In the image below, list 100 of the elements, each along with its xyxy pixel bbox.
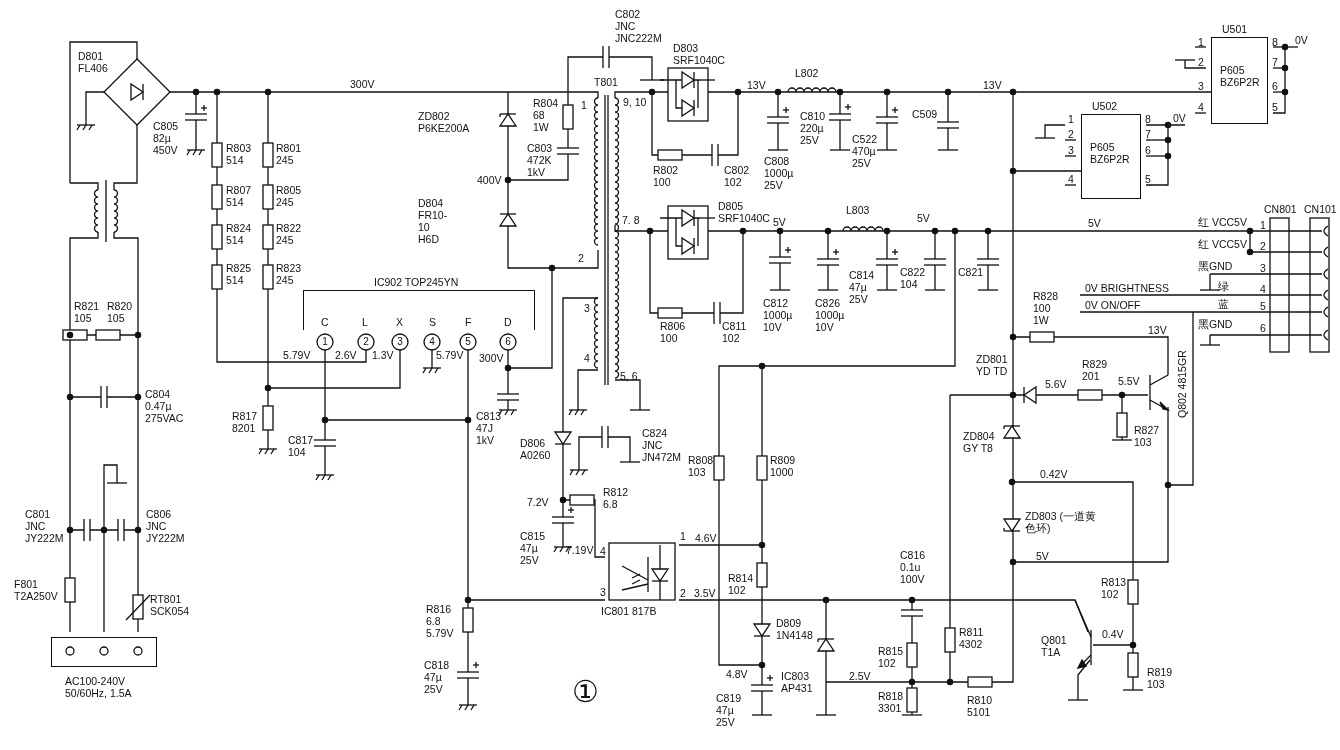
pin-number: 2 bbox=[363, 337, 369, 347]
wire bbox=[1012, 91, 1212, 172]
component-label: C821 bbox=[958, 266, 984, 278]
pin-letter: F bbox=[465, 316, 472, 328]
component-label: L802 bbox=[795, 67, 819, 79]
pin-number: 2 bbox=[578, 252, 584, 264]
component-label: R805 245 bbox=[276, 184, 302, 208]
pin-number: 1 bbox=[1198, 36, 1204, 48]
pin-letter: C bbox=[321, 316, 329, 328]
pin-number: 5 bbox=[1260, 300, 1266, 312]
component-label: C804 0.47µ 275VAC bbox=[145, 388, 184, 424]
voltage-label: 0.42V bbox=[1040, 468, 1068, 480]
component-label: C806 JNC JY222M bbox=[146, 508, 185, 544]
component-label: L803 bbox=[846, 204, 870, 216]
component-label: Q801 T1A bbox=[1041, 634, 1067, 658]
pin-number: 2 bbox=[1260, 240, 1266, 252]
voltage-label: 0V bbox=[1295, 34, 1308, 46]
pin-number: 5, 6 bbox=[620, 370, 638, 382]
pin-number: 6 bbox=[1260, 322, 1266, 334]
component-label: IC902 TOP245YN bbox=[374, 276, 459, 288]
pin-number: 1 bbox=[581, 99, 587, 111]
component-label: D806 A0260 bbox=[520, 437, 551, 461]
pin-number: 6 bbox=[1145, 144, 1151, 156]
pin-number: 6 bbox=[1272, 80, 1278, 92]
pin-number: 3 bbox=[1260, 262, 1266, 274]
component-label: C819 47µ 25V bbox=[716, 692, 742, 728]
ac-input-box bbox=[51, 637, 157, 667]
component-label: R801 245 bbox=[276, 142, 302, 166]
component-label: C805 82µ 450V bbox=[153, 120, 179, 156]
voltage-label: 5V bbox=[773, 216, 786, 228]
pin-number: 4 bbox=[429, 337, 435, 347]
pin-number: 4 bbox=[1068, 173, 1074, 185]
part-number: P605 BZ6P2R bbox=[1090, 141, 1130, 165]
component-label: C813 47J 1kV bbox=[476, 410, 502, 446]
component-label: C522 470µ 25V bbox=[852, 133, 878, 169]
pin-number: 5 bbox=[1272, 101, 1278, 113]
voltage-label: 5.6V bbox=[1045, 378, 1067, 390]
component-label: R820 105 bbox=[107, 300, 133, 324]
pin-number: 1 bbox=[1068, 113, 1074, 125]
component-label: R818 3301 bbox=[878, 690, 904, 714]
pin-number: 2 bbox=[680, 587, 686, 599]
component-label: D805 SRF1040C bbox=[718, 200, 770, 224]
voltage-label: 5V bbox=[1036, 550, 1049, 562]
component-label: C814 47µ 25V bbox=[849, 269, 875, 305]
component-label: R815 102 bbox=[878, 645, 904, 669]
component-label: Q802 4815GR bbox=[1176, 350, 1188, 418]
component-label: R825 514 bbox=[226, 262, 252, 286]
voltage-label: 5V bbox=[917, 212, 930, 224]
component-label: F801 T2A250V bbox=[14, 578, 58, 602]
component-label: IC801 817B bbox=[601, 605, 657, 617]
component-label: C509 bbox=[912, 108, 938, 120]
voltage-label: 1.3V bbox=[372, 349, 394, 361]
part-number: P605 BZ6P2R bbox=[1220, 64, 1260, 88]
component-label: R807 514 bbox=[226, 184, 252, 208]
component-label: R829 201 bbox=[1082, 358, 1108, 382]
component-label: RT801 SCK054 bbox=[150, 593, 190, 617]
signal-label: 绿 bbox=[1218, 280, 1229, 292]
pin-number: 9, 10 bbox=[623, 96, 647, 108]
pin-number: 3 bbox=[600, 586, 606, 598]
component-label: D809 1N4148 bbox=[776, 617, 813, 641]
circled-number: ① bbox=[572, 676, 599, 708]
component-label: T801 bbox=[594, 76, 618, 88]
pin-letter: D bbox=[504, 316, 512, 328]
component-label: C815 47µ 25V bbox=[520, 530, 546, 566]
component-label: C803 472K 1kV bbox=[527, 142, 553, 178]
component-label: IC803 AP431 bbox=[781, 670, 813, 694]
pin-number: 5 bbox=[465, 337, 471, 347]
component-label: C816 0.1u 100V bbox=[900, 549, 926, 585]
voltage-label: 3.5V bbox=[694, 587, 716, 599]
component-label: R823 245 bbox=[276, 262, 302, 286]
rating-label: AC100-240V 50/60Hz, 1.5A bbox=[65, 675, 133, 699]
component-label: C802 102 bbox=[724, 164, 750, 188]
voltage-label: 300V bbox=[479, 352, 504, 364]
component-label: D804 FR10-10 H6D bbox=[418, 197, 448, 245]
component-label: CN101 bbox=[1304, 203, 1337, 215]
pin-letter: S bbox=[429, 316, 436, 328]
component-label: R812 6.8 bbox=[603, 486, 629, 510]
pin-number: 1 bbox=[680, 530, 686, 542]
component-label: R827 103 bbox=[1134, 424, 1160, 448]
voltage-label: 5.5V bbox=[1118, 375, 1140, 387]
pin-number: 3 bbox=[1198, 80, 1204, 92]
pin-letter: X bbox=[396, 316, 403, 328]
component-label: C810 220µ 25V bbox=[800, 110, 826, 146]
pin-number: 1 bbox=[1260, 219, 1266, 231]
component-label: R814 102 bbox=[728, 572, 754, 596]
pin-number: 2 bbox=[1068, 128, 1074, 140]
component-label: C812 1000µ 10V bbox=[763, 297, 793, 333]
voltage-label: 5.79V bbox=[283, 349, 311, 361]
pin-number: 8 bbox=[1272, 36, 1278, 48]
component-label: R806 100 bbox=[660, 320, 686, 344]
component-label: D801 FL406 bbox=[78, 50, 108, 74]
pin-number: 7 bbox=[1272, 56, 1278, 68]
component-label: U501 bbox=[1222, 23, 1248, 35]
pin-number: 3 bbox=[1068, 144, 1074, 156]
pin-number: 1 bbox=[322, 337, 328, 347]
component-label: D803 SRF1040C bbox=[673, 42, 725, 66]
voltage-label: 2.5V bbox=[849, 670, 871, 682]
voltage-label: 0V bbox=[1173, 112, 1186, 124]
pin-number: 4 bbox=[1260, 283, 1266, 295]
component-label: R811 4302 bbox=[959, 626, 984, 650]
